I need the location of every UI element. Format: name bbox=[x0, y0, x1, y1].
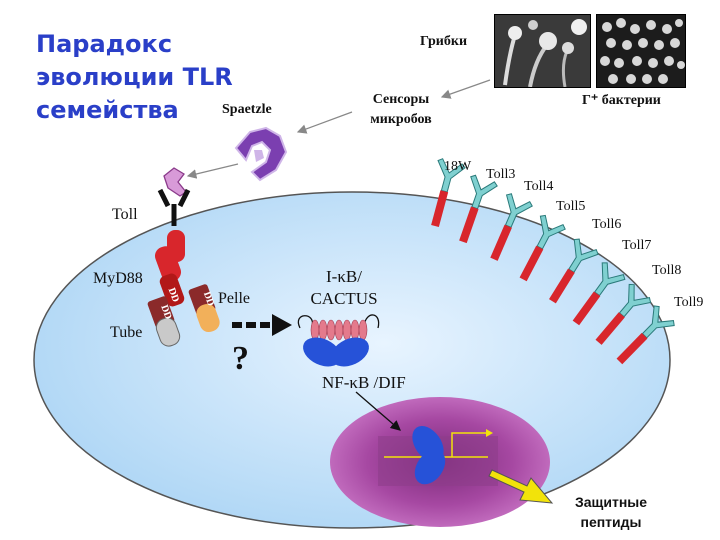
peptide-arrow bbox=[488, 469, 554, 504]
label-bacteria: Г⁺ бактерии bbox=[582, 93, 661, 108]
dd-pelle: DD bbox=[201, 290, 216, 307]
receptor-label-toll9: Toll9 bbox=[674, 295, 703, 310]
question-mark: ? bbox=[232, 340, 249, 377]
label-toll: Toll bbox=[112, 206, 138, 223]
receptor-toll5 bbox=[519, 214, 566, 282]
receptor-label-toll7: Toll7 bbox=[622, 238, 651, 253]
promoter-arrowhead bbox=[486, 429, 493, 437]
receptor-label-toll6: Toll6 bbox=[592, 217, 621, 232]
arrow-fungi-to-sensors bbox=[440, 79, 491, 99]
receptor-label-18w: 18W bbox=[444, 159, 472, 174]
dd-myd88: DD bbox=[166, 286, 181, 303]
receptor-toll7 bbox=[572, 262, 626, 326]
label-sensors: Сенсоры микробов bbox=[370, 92, 432, 127]
bacteria-image bbox=[596, 14, 686, 88]
label-pelle: Pelle bbox=[218, 290, 250, 307]
receptor-toll6 bbox=[549, 238, 599, 304]
spaetzle-ligand bbox=[234, 126, 288, 182]
pelle-kinase bbox=[188, 284, 220, 333]
promoter-arrow bbox=[451, 432, 488, 457]
label-myd88: MyD88 bbox=[93, 270, 143, 287]
label-nfkb-dif: NF-κB /DIF bbox=[322, 373, 406, 392]
receptor-toll9 bbox=[616, 305, 675, 365]
dd-tube: DD bbox=[158, 304, 173, 321]
spaetzle-bound bbox=[163, 167, 187, 197]
slide-title: Парадокс эволюции TLR семейства bbox=[36, 30, 233, 124]
receptor-label-toll4: Toll4 bbox=[524, 179, 553, 194]
receptor-label-toll3: Toll3 bbox=[486, 167, 515, 182]
receptor-label-toll5: Toll5 bbox=[556, 199, 585, 214]
nfkb-nuclear-bottom bbox=[414, 449, 446, 485]
nfkb-translocation-arrow bbox=[355, 391, 401, 431]
label-tube: Tube bbox=[110, 324, 143, 341]
receptor-toll4 bbox=[490, 193, 533, 261]
receptor-toll8 bbox=[595, 283, 652, 345]
receptor-label-toll8: Toll8 bbox=[652, 263, 681, 278]
dashed-arrow bbox=[232, 314, 292, 336]
receptor-18w bbox=[431, 158, 466, 228]
fungi-image bbox=[494, 14, 591, 88]
label-fungi: Грибки bbox=[420, 34, 468, 49]
tube-adaptor bbox=[147, 296, 181, 347]
ikb-cactus-complex bbox=[297, 314, 380, 341]
label-ikb-cactus: I-κB/ CACTUS bbox=[310, 267, 378, 308]
arrow-spaetzle-to-toll bbox=[186, 163, 239, 179]
nfkb-cytoplasmic bbox=[303, 337, 369, 367]
receptor-toll3 bbox=[459, 174, 498, 244]
label-peptides: Защитные пептиды bbox=[574, 494, 648, 530]
arrow-sensors-to-spaetzle bbox=[296, 111, 353, 134]
label-spaetzle: Spaetzle bbox=[222, 102, 272, 117]
